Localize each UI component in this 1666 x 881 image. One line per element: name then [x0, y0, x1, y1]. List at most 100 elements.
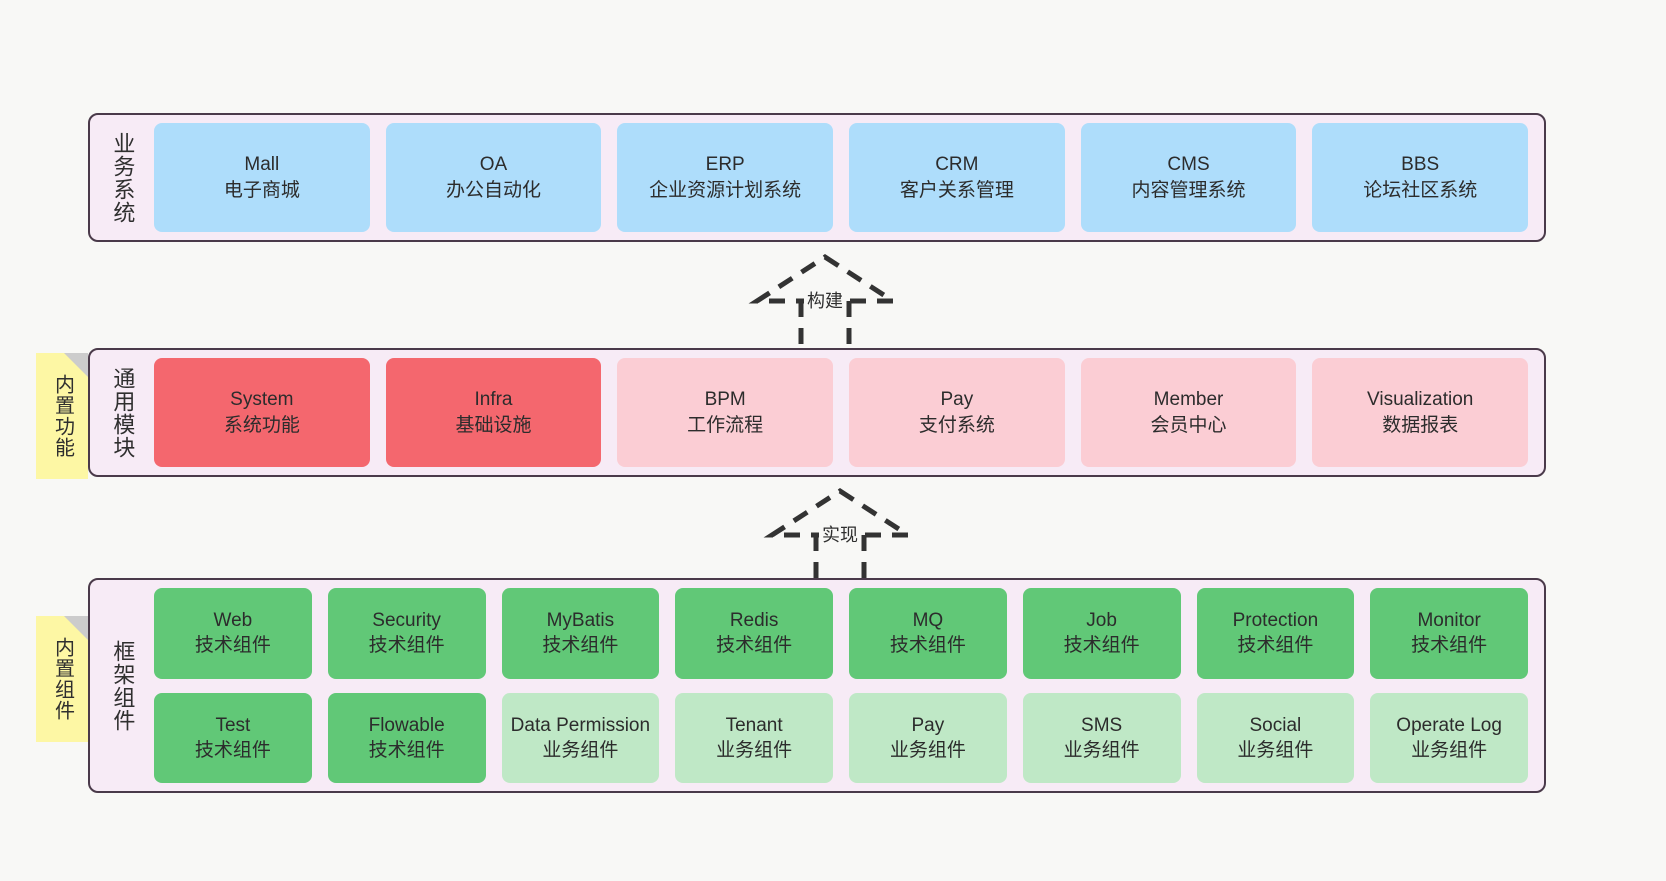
business-system-card[interactable]: ERP 企业资源计划系统 — [617, 123, 834, 232]
framework-component-card[interactable]: Data Permission 业务组件 — [501, 692, 660, 783]
business-system-card-subtitle: 企业资源计划系统 — [649, 179, 802, 201]
layer-business-systems-title: 业务系统 — [110, 131, 136, 224]
connector-realize-label: 实现 — [819, 521, 861, 547]
business-systems-cells: Mall 电子商城 OA 办公自动化 ERP 企业资源计划系统 CRM 客户关系管理 CMS 内容… — [144, 123, 1534, 232]
sticky-note-builtin-components: 内置组件 — [36, 616, 88, 742]
business-system-card-subtitle: 办公自动化 — [446, 179, 542, 201]
framework-component-card-title: Tenant — [725, 714, 783, 736]
framework-component-card-subtitle: 技术组件 — [542, 635, 619, 657]
framework-component-card[interactable]: MQ 技术组件 — [849, 588, 1007, 679]
framework-component-card-subtitle: 技术组件 — [889, 635, 966, 657]
framework-component-card-subtitle: 技术组件 — [368, 635, 445, 657]
business-system-card-title: ERP — [705, 154, 745, 176]
framework-component-card-title: MyBatis — [546, 610, 615, 632]
framework-component-card[interactable]: MyBatis 技术组件 — [501, 588, 660, 679]
framework-component-card-title: Redis — [729, 610, 779, 632]
framework-component-card[interactable]: Operate Log 业务组件 — [1370, 692, 1528, 783]
framework-component-card-subtitle: 业务组件 — [1237, 739, 1314, 761]
framework-component-card-subtitle: 业务组件 — [889, 739, 966, 761]
connector-realize: 实现 — [760, 487, 920, 579]
framework-component-card[interactable]: Flowable 技术组件 — [327, 692, 486, 783]
business-system-card-subtitle: 电子商城 — [223, 179, 300, 201]
framework-component-card[interactable]: Redis 技术组件 — [675, 588, 833, 679]
framework-component-card-subtitle: 技术组件 — [1063, 635, 1140, 657]
framework-component-card-subtitle: 业务组件 — [1411, 739, 1488, 761]
business-system-card[interactable]: OA 办公自动化 — [385, 123, 602, 232]
common-module-card-title: Visualization — [1367, 389, 1474, 411]
framework-component-card-title: Web — [213, 610, 253, 632]
framework-component-card-title: Data Permission — [510, 714, 651, 736]
business-system-card-title: OA — [479, 154, 508, 176]
common-module-card-title: System — [230, 389, 294, 411]
framework-component-card-title: Operate Log — [1396, 714, 1502, 736]
framework-component-card-title: Pay — [911, 714, 945, 736]
layer-business-systems: 业务系统 Mall 电子商城 OA 办公自动化 ERP 企业资源计划系统 CRM 客户关系管理… — [88, 113, 1546, 242]
common-module-card[interactable]: Infra 基础设施 — [385, 358, 602, 467]
common-module-card-subtitle: 会员中心 — [1150, 414, 1227, 436]
framework-component-card-title: MQ — [912, 610, 944, 632]
sticky-note-builtin-features-label: 内置功能 — [51, 374, 74, 458]
framework-component-card-subtitle: 技术组件 — [1411, 635, 1488, 657]
framework-component-card[interactable]: Monitor 技术组件 — [1370, 588, 1528, 679]
framework-component-card-subtitle: 业务组件 — [1063, 739, 1140, 761]
common-module-card[interactable]: BPM 工作流程 — [617, 358, 834, 467]
business-system-card-title: BBS — [1401, 154, 1440, 176]
common-module-card-title: BPM — [704, 389, 746, 411]
framework-component-card[interactable]: SMS 业务组件 — [1022, 692, 1181, 783]
sticky-note-builtin-components-label: 内置组件 — [51, 637, 74, 721]
framework-component-card-title: Monitor — [1417, 610, 1481, 632]
framework-component-card[interactable]: Web 技术组件 — [154, 588, 312, 679]
business-system-card[interactable]: Mall 电子商城 — [154, 123, 370, 232]
business-system-card-subtitle: 客户关系管理 — [899, 179, 1014, 201]
framework-component-card-title: Protection — [1232, 610, 1319, 632]
common-module-card[interactable]: Member 会员中心 — [1080, 358, 1297, 467]
framework-component-card-subtitle: 业务组件 — [716, 739, 793, 761]
arrow-stem — [798, 301, 852, 345]
sticky-note-builtin-features: 内置功能 — [36, 353, 88, 479]
common-module-card-title: Member — [1153, 389, 1224, 411]
framework-component-card-title: Test — [215, 714, 251, 736]
framework-component-card[interactable]: Tenant 业务组件 — [675, 692, 833, 783]
common-module-card-subtitle: 工作流程 — [687, 414, 764, 436]
business-system-card-title: CMS — [1167, 154, 1210, 176]
framework-component-card-subtitle: 技术组件 — [1237, 635, 1314, 657]
connector-build: 构建 — [745, 253, 905, 345]
business-system-card-subtitle: 内容管理系统 — [1131, 179, 1246, 201]
framework-component-card-subtitle: 业务组件 — [542, 739, 619, 761]
framework-component-card[interactable]: Social 业务组件 — [1196, 692, 1355, 783]
framework-component-card-subtitle: 技术组件 — [716, 635, 793, 657]
framework-component-card[interactable]: Security 技术组件 — [327, 588, 486, 679]
common-module-card-subtitle: 基础设施 — [455, 414, 532, 436]
framework-component-card-title: Social — [1249, 714, 1302, 736]
business-system-card-title: CRM — [935, 154, 979, 176]
common-module-card-subtitle: 支付系统 — [918, 414, 995, 436]
framework-component-card-title: SMS — [1081, 714, 1123, 736]
arrow-stem — [813, 535, 867, 579]
page-fold-icon — [64, 353, 88, 377]
business-system-card-title: Mall — [244, 154, 280, 176]
business-system-card[interactable]: CMS 内容管理系统 — [1080, 123, 1297, 232]
framework-component-card-subtitle: 技术组件 — [194, 635, 271, 657]
layer-common-modules-title: 通用模块 — [110, 366, 136, 459]
framework-component-card[interactable]: Pay 业务组件 — [849, 692, 1007, 783]
layer-framework-components-title: 框架组件 — [110, 639, 136, 732]
common-module-card-subtitle: 数据报表 — [1382, 414, 1459, 436]
common-module-card[interactable]: Visualization 数据报表 — [1312, 358, 1529, 467]
framework-component-card[interactable]: Job 技术组件 — [1022, 588, 1181, 679]
framework-component-card-subtitle: 技术组件 — [368, 739, 445, 761]
framework-component-card-title: Flowable — [368, 714, 445, 736]
business-system-card[interactable]: CRM 客户关系管理 — [849, 123, 1065, 232]
framework-component-card-title: Job — [1086, 610, 1117, 632]
framework-component-card-title: Security — [372, 610, 441, 632]
framework-component-card[interactable]: Protection 技术组件 — [1196, 588, 1355, 679]
common-module-card-title: Infra — [474, 389, 513, 411]
